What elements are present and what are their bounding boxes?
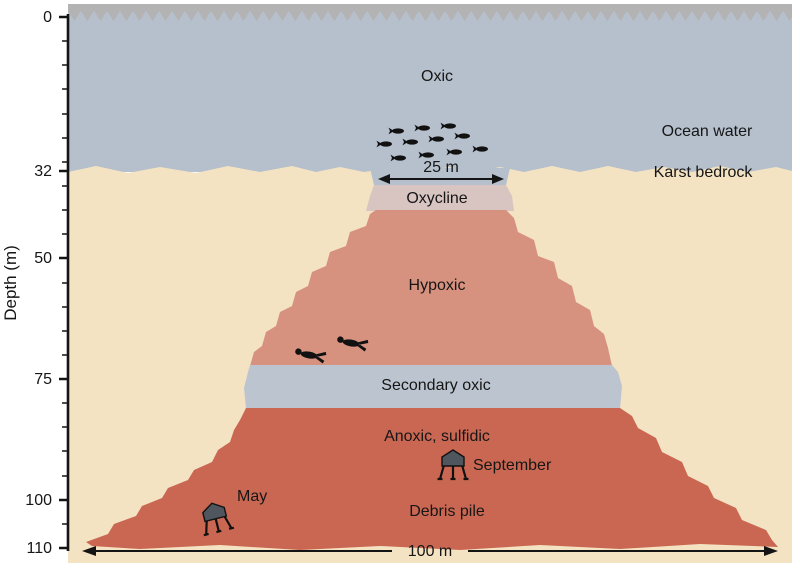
opening-scale-label: 25 m xyxy=(423,159,459,176)
tick-label-32: 32 xyxy=(34,163,52,180)
oxycline-zone-shape xyxy=(366,185,514,211)
label-september-lander: September xyxy=(473,457,552,474)
opening-scale-bar: 25 m xyxy=(378,159,504,184)
zone-label-debris-pile: Debris pile xyxy=(409,503,485,520)
tick-label-100: 100 xyxy=(25,492,52,509)
zone-label-oxycline: Oxycline xyxy=(406,190,467,207)
ocean-water-zone-shape xyxy=(68,8,792,172)
zone-label-anoxic: Anoxic, sulfidic xyxy=(384,428,490,445)
depth-axis: 0 32 50 75 100 110 Depth (m) xyxy=(1,9,70,557)
anoxic-zone-shape xyxy=(86,408,778,550)
label-ocean-water: Ocean water xyxy=(662,123,753,140)
tick-label-50: 50 xyxy=(34,250,52,267)
zone-label-hypoxic: Hypoxic xyxy=(409,277,466,294)
minor-ticks xyxy=(62,40,68,525)
hypoxic-zone-shape xyxy=(250,210,612,366)
bottom-scale-bar: 100 m xyxy=(82,543,778,560)
zone-label-oxic: Oxic xyxy=(421,68,453,85)
secondary-oxic-zone-shape xyxy=(244,365,622,409)
depth-axis-title: Depth (m) xyxy=(1,245,20,321)
tick-label-110: 110 xyxy=(26,540,52,557)
sea-surface-waves xyxy=(68,4,792,23)
tick-label-75: 75 xyxy=(34,371,52,388)
label-may-lander: May xyxy=(237,488,267,505)
bottom-scale-label: 100 m xyxy=(408,543,452,560)
zone-label-secondary-oxic: Secondary oxic xyxy=(381,377,490,394)
major-ticks xyxy=(59,15,68,550)
label-karst-bedrock: Karst bedrock xyxy=(654,164,754,181)
tick-label-0: 0 xyxy=(43,9,52,26)
